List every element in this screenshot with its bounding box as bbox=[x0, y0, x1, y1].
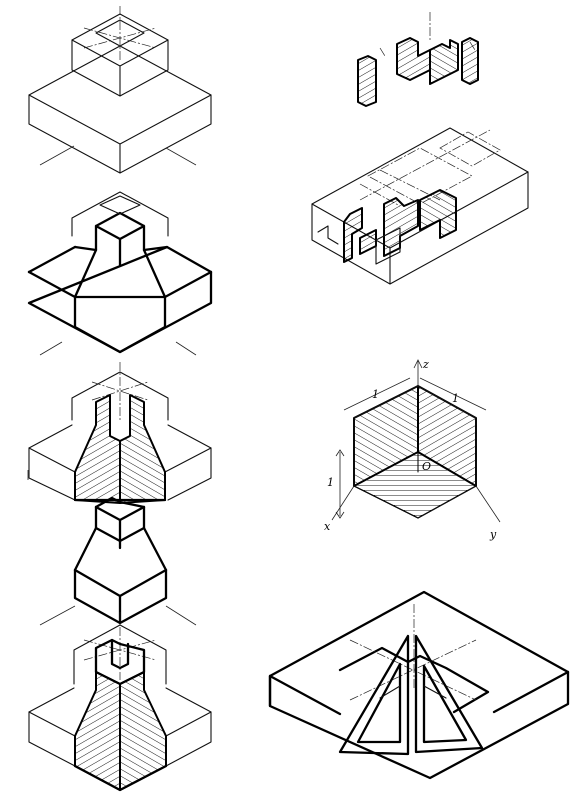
figure-5-combined-section bbox=[28, 612, 212, 792]
figure-1-stepped-block-construction bbox=[28, 6, 212, 174]
figure-2-bold-outline-shape bbox=[27, 191, 213, 356]
dim-top-left: 1 bbox=[372, 388, 379, 401]
dim-left: 1 bbox=[327, 476, 334, 489]
axis-y-label: y bbox=[489, 528, 497, 541]
axis-z-label: z bbox=[422, 358, 429, 371]
figure-8-isometric-cube-axes: z x y O 1 1 1 bbox=[324, 358, 501, 541]
figure-3-sectioned-shape bbox=[27, 362, 212, 504]
figure-7-slotted-block bbox=[311, 127, 529, 285]
axis-x-label: x bbox=[324, 520, 331, 533]
dim-top-right: 1 bbox=[452, 392, 459, 405]
figure-6-section-strips bbox=[357, 12, 479, 107]
origin-label: O bbox=[422, 460, 431, 473]
figure-4-cutaway-solid bbox=[39, 496, 197, 626]
figure-9-slab-with-triangles bbox=[268, 590, 570, 780]
